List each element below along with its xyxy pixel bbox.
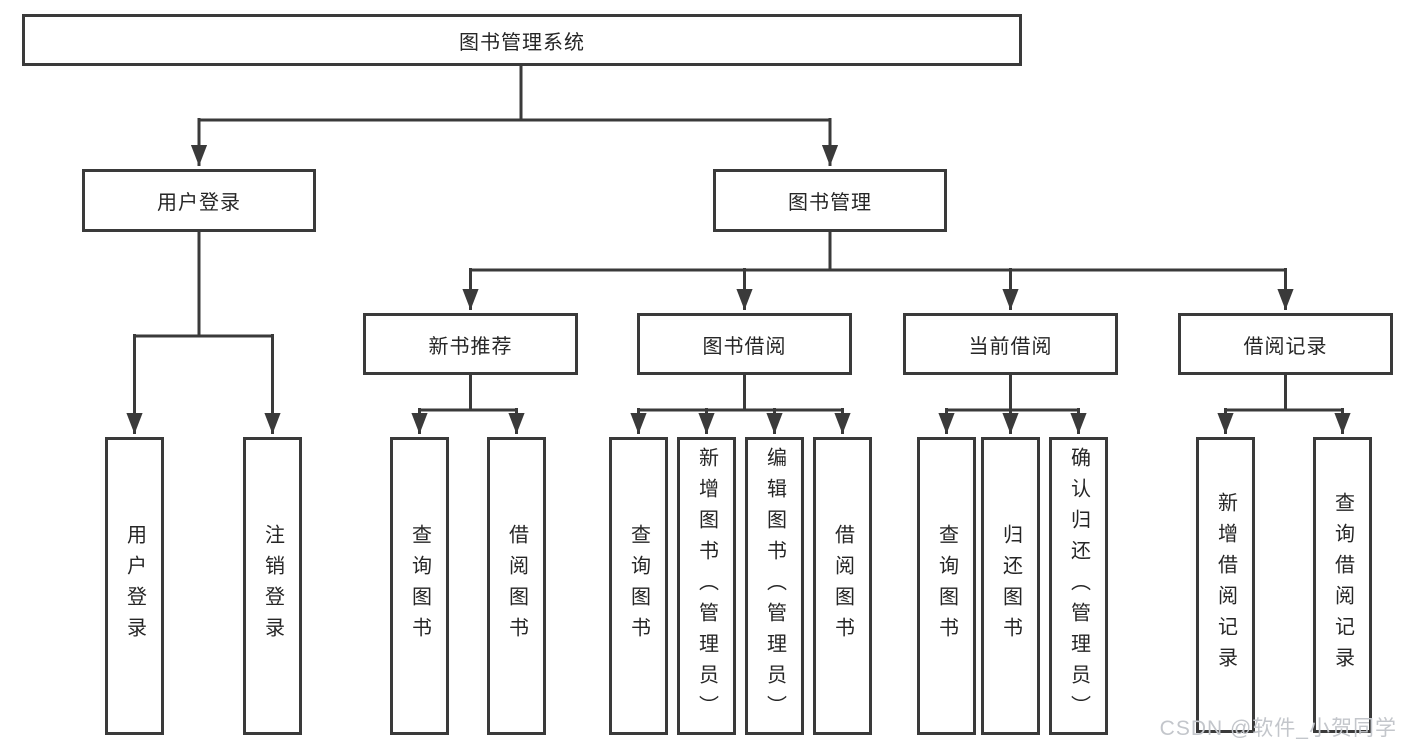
leaf-return-books: 归还图书 xyxy=(981,437,1040,735)
leaf-user-login: 用户登录 xyxy=(105,437,164,735)
leaf-label: 借阅图书 xyxy=(831,524,854,648)
leaf-query-books-borrow: 查询图书 xyxy=(609,437,668,735)
leaf-query-books-recommend: 查询图书 xyxy=(390,437,449,735)
node-label: 图书管理 xyxy=(788,192,872,214)
leaf-add-borrow-record: 新增借阅记录 xyxy=(1196,437,1255,733)
leaf-edit-books-admin: 编辑图书（管理员） xyxy=(745,437,804,735)
leaf-label: 编辑图书（管理员） xyxy=(763,446,786,726)
node-label: 用户登录 xyxy=(157,192,241,214)
leaf-label: 查询图书 xyxy=(408,524,431,648)
node-label: 新书推荐 xyxy=(428,335,513,358)
leaf-confirm-return-admin: 确认归还（管理员） xyxy=(1049,437,1108,735)
leaf-query-books-current: 查询图书 xyxy=(917,437,976,735)
leaf-label: 注销登录 xyxy=(261,524,284,648)
leaf-label: 用户登录 xyxy=(123,524,146,648)
node-borrow-records: 借阅记录 xyxy=(1178,313,1393,375)
leaf-logout: 注销登录 xyxy=(243,437,302,735)
node-library-management-system: 图书管理系统 xyxy=(22,14,1022,66)
leaf-label: 新增借阅记录 xyxy=(1214,492,1237,678)
node-label: 当前借阅 xyxy=(968,335,1053,358)
node-new-book-recommend: 新书推荐 xyxy=(363,313,578,375)
leaf-label: 新增图书（管理员） xyxy=(695,446,718,726)
leaf-label: 查询图书 xyxy=(935,524,958,648)
leaf-label: 查询借阅记录 xyxy=(1331,492,1354,678)
leaf-add-books-admin: 新增图书（管理员） xyxy=(677,437,736,735)
node-label: 图书管理系统 xyxy=(459,31,585,54)
node-current-borrow: 当前借阅 xyxy=(903,313,1118,375)
watermark-text: CSDN @软件_小贺同学 xyxy=(1159,717,1397,740)
node-user-login: 用户登录 xyxy=(82,169,316,232)
leaf-label: 确认归还（管理员） xyxy=(1067,446,1090,726)
leaf-label: 借阅图书 xyxy=(505,524,528,648)
node-label: 图书借阅 xyxy=(702,335,787,358)
node-label: 借阅记录 xyxy=(1243,335,1328,358)
leaf-label: 归还图书 xyxy=(999,524,1022,648)
leaf-label: 查询图书 xyxy=(627,524,650,648)
leaf-query-borrow-record: 查询借阅记录 xyxy=(1313,437,1372,733)
leaf-borrow-books: 借阅图书 xyxy=(813,437,872,735)
leaf-borrow-books-recommend: 借阅图书 xyxy=(487,437,546,735)
node-book-borrow: 图书借阅 xyxy=(637,313,852,375)
node-book-management: 图书管理 xyxy=(713,169,947,232)
